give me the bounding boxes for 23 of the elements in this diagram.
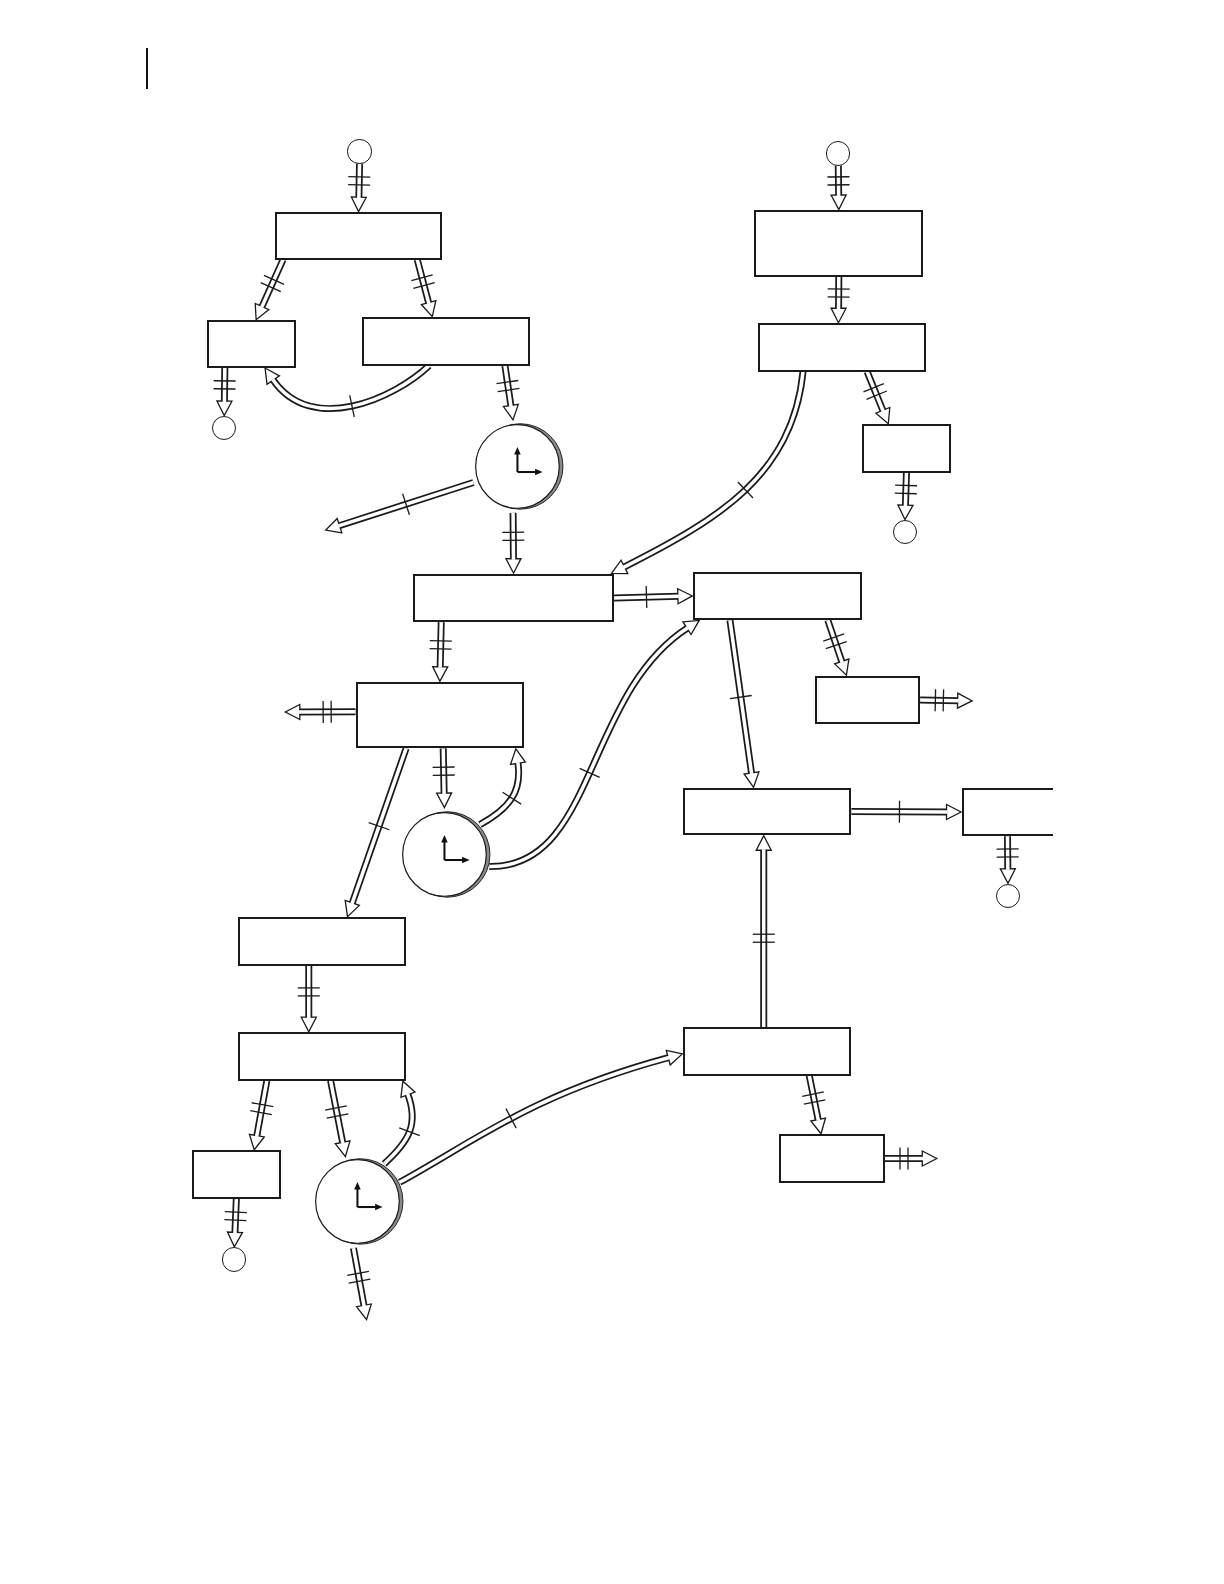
terminal-circle bbox=[347, 139, 372, 164]
process-box bbox=[692, 571, 862, 621]
process-box bbox=[413, 573, 615, 623]
process-box bbox=[207, 320, 296, 368]
terminal-circle bbox=[212, 416, 237, 441]
terminal-circle bbox=[995, 883, 1021, 908]
process-box bbox=[274, 212, 443, 260]
terminal-circle bbox=[222, 1247, 247, 1272]
process-box bbox=[754, 210, 924, 277]
process-box bbox=[778, 1134, 885, 1183]
process-box bbox=[682, 787, 852, 836]
process-box bbox=[861, 424, 952, 473]
process-box bbox=[682, 1027, 852, 1076]
process-box bbox=[361, 317, 531, 366]
terminal-circle bbox=[826, 141, 851, 166]
process-box bbox=[191, 1150, 281, 1199]
process-box bbox=[355, 681, 525, 749]
process-box bbox=[238, 917, 406, 966]
process-box bbox=[757, 323, 927, 372]
process-box bbox=[961, 787, 1054, 837]
process-box bbox=[238, 1032, 406, 1081]
process-box bbox=[815, 675, 921, 725]
terminal-circle bbox=[892, 520, 918, 545]
